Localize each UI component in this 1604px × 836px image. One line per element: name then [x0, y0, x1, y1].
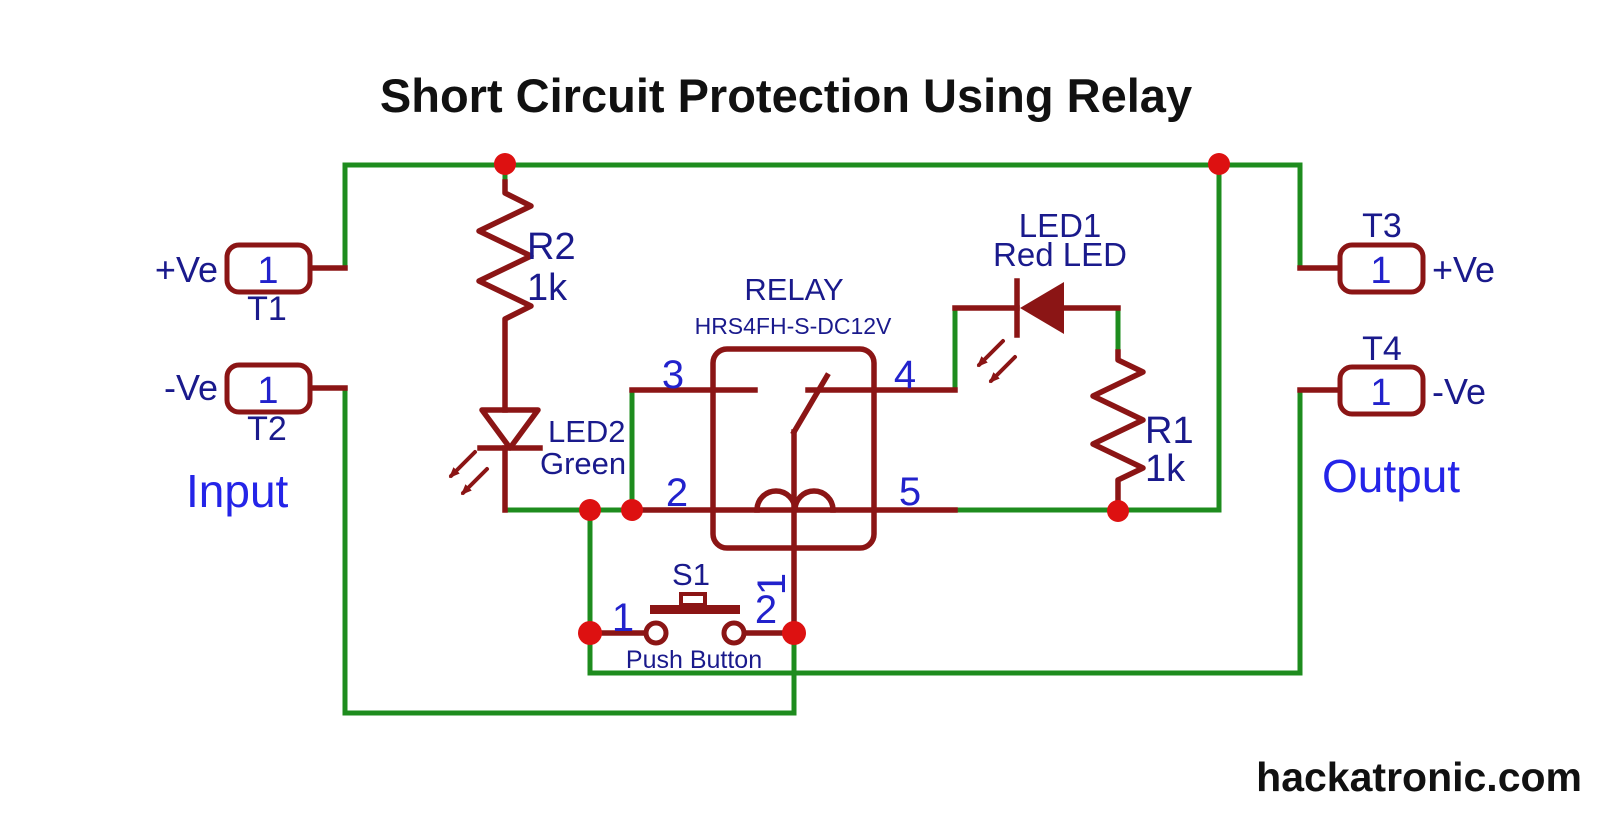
t4-pad [1337, 364, 1426, 417]
junction-dot-top-right [1208, 153, 1230, 175]
led2-light-arrow-2 [460, 467, 489, 496]
led1-color-label: Red LED [993, 236, 1127, 273]
wire-top-rail [342, 162, 1303, 271]
relay-pin4-label: 4 [894, 353, 916, 397]
junction-dot-node-pin3 [621, 499, 643, 521]
s1-plunger [679, 592, 707, 607]
junction-dot-pb-right [782, 621, 806, 645]
terminal-t2: 1 -Ve T2 [164, 362, 348, 448]
t4-polarity-label: -Ve [1432, 371, 1486, 412]
relay-pin1-label: 1 [750, 573, 794, 595]
t3-pad [1337, 242, 1426, 295]
terminal-t4: 1 T4 -Ve [1297, 330, 1486, 417]
t3-polarity-label: +Ve [1432, 249, 1495, 290]
watermark: hackatronic.com [1256, 754, 1582, 800]
s1-contact-left [643, 620, 669, 646]
s1-contact-right [721, 620, 747, 646]
relay-pin5-label: 5 [899, 470, 921, 514]
wire-right-riser [952, 162, 1222, 513]
s1-pin1-label: 1 [612, 596, 634, 640]
t2-pad-number: 1 [257, 370, 278, 412]
relay-armature [790, 372, 831, 436]
led2-triangle [479, 407, 541, 451]
r2-body [476, 179, 534, 413]
t3-pad-number: 1 [1370, 250, 1391, 292]
t1-pad [224, 242, 313, 295]
input-section-label: Input [186, 465, 289, 517]
terminal-t1: 1 +Ve T1 [155, 242, 348, 328]
page-title: Short Circuit Protection Using Relay [380, 69, 1192, 122]
t2-pad [224, 362, 313, 415]
t4-name-label: T4 [1362, 330, 1402, 368]
r2-ref-label: R2 [527, 226, 576, 268]
led2-color-label: Green [540, 446, 626, 481]
s1-desc-label: Push Button [626, 646, 762, 674]
relay-coil-humps [754, 488, 836, 513]
relay-pin3-label: 3 [662, 353, 684, 397]
wire-mid-rail [587, 387, 1303, 676]
s1-ref-label: S1 [672, 557, 710, 592]
t1-polarity-label: +Ve [155, 249, 218, 290]
junction-dot-pb-left [578, 621, 602, 645]
s1-pin2-label: 2 [755, 588, 777, 632]
led1-light-arrow-2 [988, 355, 1017, 384]
r1-value-label: 1k [1145, 448, 1186, 490]
relay: RELAY HRS4FH-S-DC12V 3 4 2 5 1 [629, 272, 958, 636]
t1-pad-number: 1 [257, 250, 278, 292]
led1: LED1 Red LED [952, 207, 1127, 384]
s1-bar [650, 605, 740, 614]
relay-pin2-label: 2 [666, 471, 688, 515]
r1-body [1090, 349, 1146, 514]
r2-value-label: 1k [527, 267, 568, 309]
push-button-s1: S1 1 2 Push Button [587, 557, 797, 674]
terminal-t3: 1 T3 +Ve [1297, 207, 1495, 295]
wires-group [342, 162, 1303, 716]
output-section-label: Output [1322, 450, 1460, 502]
led1-light-arrow-1 [976, 339, 1005, 368]
junction-dot-top-left [494, 153, 516, 175]
r1-ref-label: R1 [1145, 410, 1194, 452]
t1-name-label: T1 [247, 290, 287, 328]
junction-dots [494, 153, 1230, 645]
t2-polarity-label: -Ve [164, 367, 218, 408]
led2: LED2 Green [448, 407, 626, 513]
relay-ref-label: RELAY [744, 272, 843, 307]
junction-dot-node-left [579, 499, 601, 521]
relay-part-label: HRS4FH-S-DC12V [695, 313, 892, 339]
t3-name-label: T3 [1362, 207, 1402, 245]
resistor-r1: R1 1k [1090, 349, 1194, 514]
led1-triangle [1020, 282, 1064, 334]
led2-ref-label: LED2 [548, 414, 626, 449]
resistor-r2: R2 1k [476, 179, 576, 413]
t4-pad-number: 1 [1370, 372, 1391, 414]
junction-dot-r1-bottom [1107, 500, 1129, 522]
led1-ref-label: LED1 [1019, 207, 1102, 244]
t2-name-label: T2 [247, 410, 287, 448]
led2-light-arrow-1 [448, 450, 477, 479]
